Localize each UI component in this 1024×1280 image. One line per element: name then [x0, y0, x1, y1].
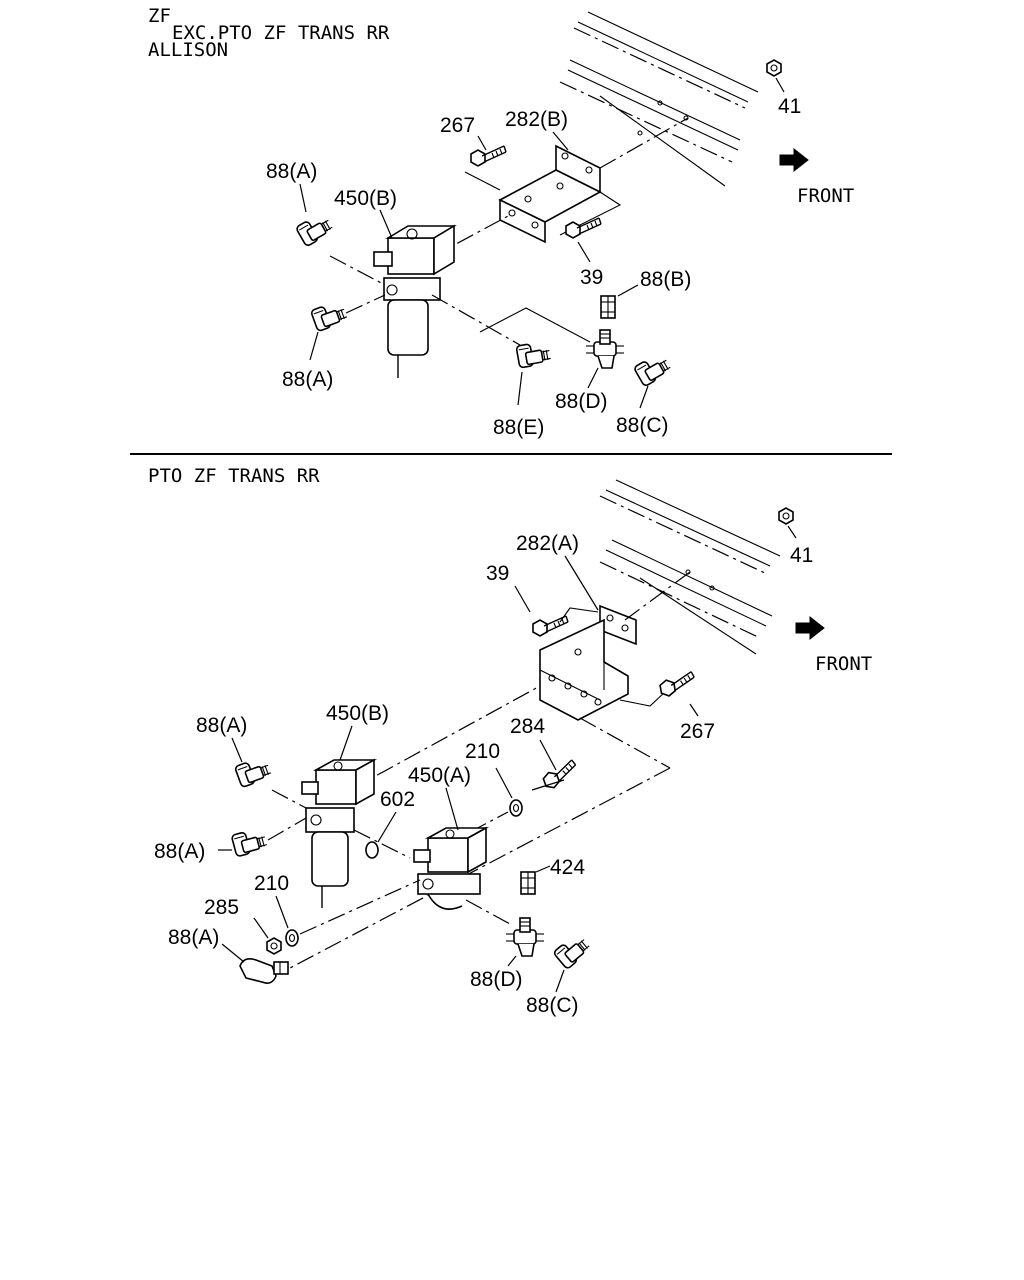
- callout-41-2: 41: [790, 544, 813, 567]
- callout-88c-2: 88(C): [526, 994, 579, 1017]
- callout-210-2: 210: [254, 872, 289, 895]
- callout-267-2: 267: [680, 720, 715, 743]
- nut-41-2: [778, 507, 794, 525]
- elbow-fitting-88c-2: [552, 931, 593, 971]
- callout-88d-2: 88(D): [470, 968, 523, 991]
- bolt-267: [470, 145, 507, 167]
- callout-450b-2: 450(B): [326, 702, 389, 725]
- section-2: PTO ZF TRANS RR 41 FRONT: [148, 465, 872, 1017]
- callout-285: 285: [204, 896, 239, 919]
- callout-88a-bottom: 88(A): [282, 368, 333, 391]
- callout-88b: 88(B): [640, 268, 691, 291]
- elbow-fitting-88a-2: [230, 826, 269, 858]
- front-label-2: FRONT: [815, 653, 872, 675]
- section-1-header-line-2: EXC.PTO ZF TRANS RR: [172, 22, 390, 44]
- o-ring-602: [365, 841, 379, 859]
- washer-210-2: [285, 929, 299, 947]
- callout-450a: 450(A): [408, 764, 471, 787]
- bracket-282a: [539, 604, 637, 721]
- elbow-fitting-88a-bottom: [309, 299, 350, 333]
- elbow-fitting-88e: [515, 339, 553, 369]
- solenoid-valve-450a: [413, 826, 490, 910]
- callout-88a-1: 88(A): [196, 714, 247, 737]
- callout-267: 267: [440, 114, 475, 137]
- section-1: ZF EXC.PTO ZF TRANS RR ALLISON 41 FRONT: [148, 5, 854, 439]
- callout-88a-top: 88(A): [266, 160, 317, 183]
- callout-210-1: 210: [465, 740, 500, 763]
- nut-285: [266, 937, 282, 955]
- hex-fitting-424: [520, 871, 536, 895]
- front-label: FRONT: [797, 185, 854, 207]
- callout-88a-2: 88(A): [154, 840, 205, 863]
- callout-88d: 88(D): [555, 390, 608, 413]
- callout-88e: 88(E): [493, 416, 544, 439]
- elbow-fitting-88a-top: [294, 210, 336, 248]
- callout-41: 41: [778, 95, 801, 118]
- elbow-fitting-88c: [632, 350, 674, 388]
- bracket-282b: [498, 144, 602, 244]
- tee-fitting-88d-2: [505, 917, 545, 957]
- front-arrow-icon: [779, 148, 809, 172]
- frame-rail-2: [599, 479, 781, 655]
- elbow-fitting-88a-3: [239, 958, 289, 984]
- callout-450b: 450(B): [334, 187, 397, 210]
- tee-fitting-88d: [585, 329, 625, 369]
- hex-fitting-88b: [600, 295, 616, 319]
- callout-88c: 88(C): [616, 414, 669, 437]
- callout-284: 284: [510, 715, 545, 738]
- section-1-header-line-3: ALLISON: [148, 39, 228, 61]
- solenoid-valve-450b: [373, 224, 457, 378]
- front-arrow-icon-2: [795, 616, 825, 640]
- nut-41: [766, 59, 782, 77]
- callout-282a: 282(A): [516, 532, 579, 555]
- callout-39: 39: [580, 266, 603, 289]
- callout-39-2: 39: [486, 562, 509, 585]
- bolt-39: [565, 217, 602, 239]
- callout-88a-3: 88(A): [168, 926, 219, 949]
- frame-rail: [559, 11, 759, 187]
- section-1-header-line-1: ZF: [148, 5, 171, 27]
- elbow-fitting-88a-1: [233, 755, 274, 789]
- solenoid-valve-450b-2: [301, 758, 378, 908]
- callout-282b: 282(B): [505, 108, 568, 131]
- section-2-header-line-1: PTO ZF TRANS RR: [148, 465, 320, 487]
- washer-210-1: [509, 799, 523, 817]
- callout-424: 424: [550, 856, 585, 879]
- bolt-267-2: [657, 670, 698, 698]
- callout-602: 602: [380, 788, 415, 811]
